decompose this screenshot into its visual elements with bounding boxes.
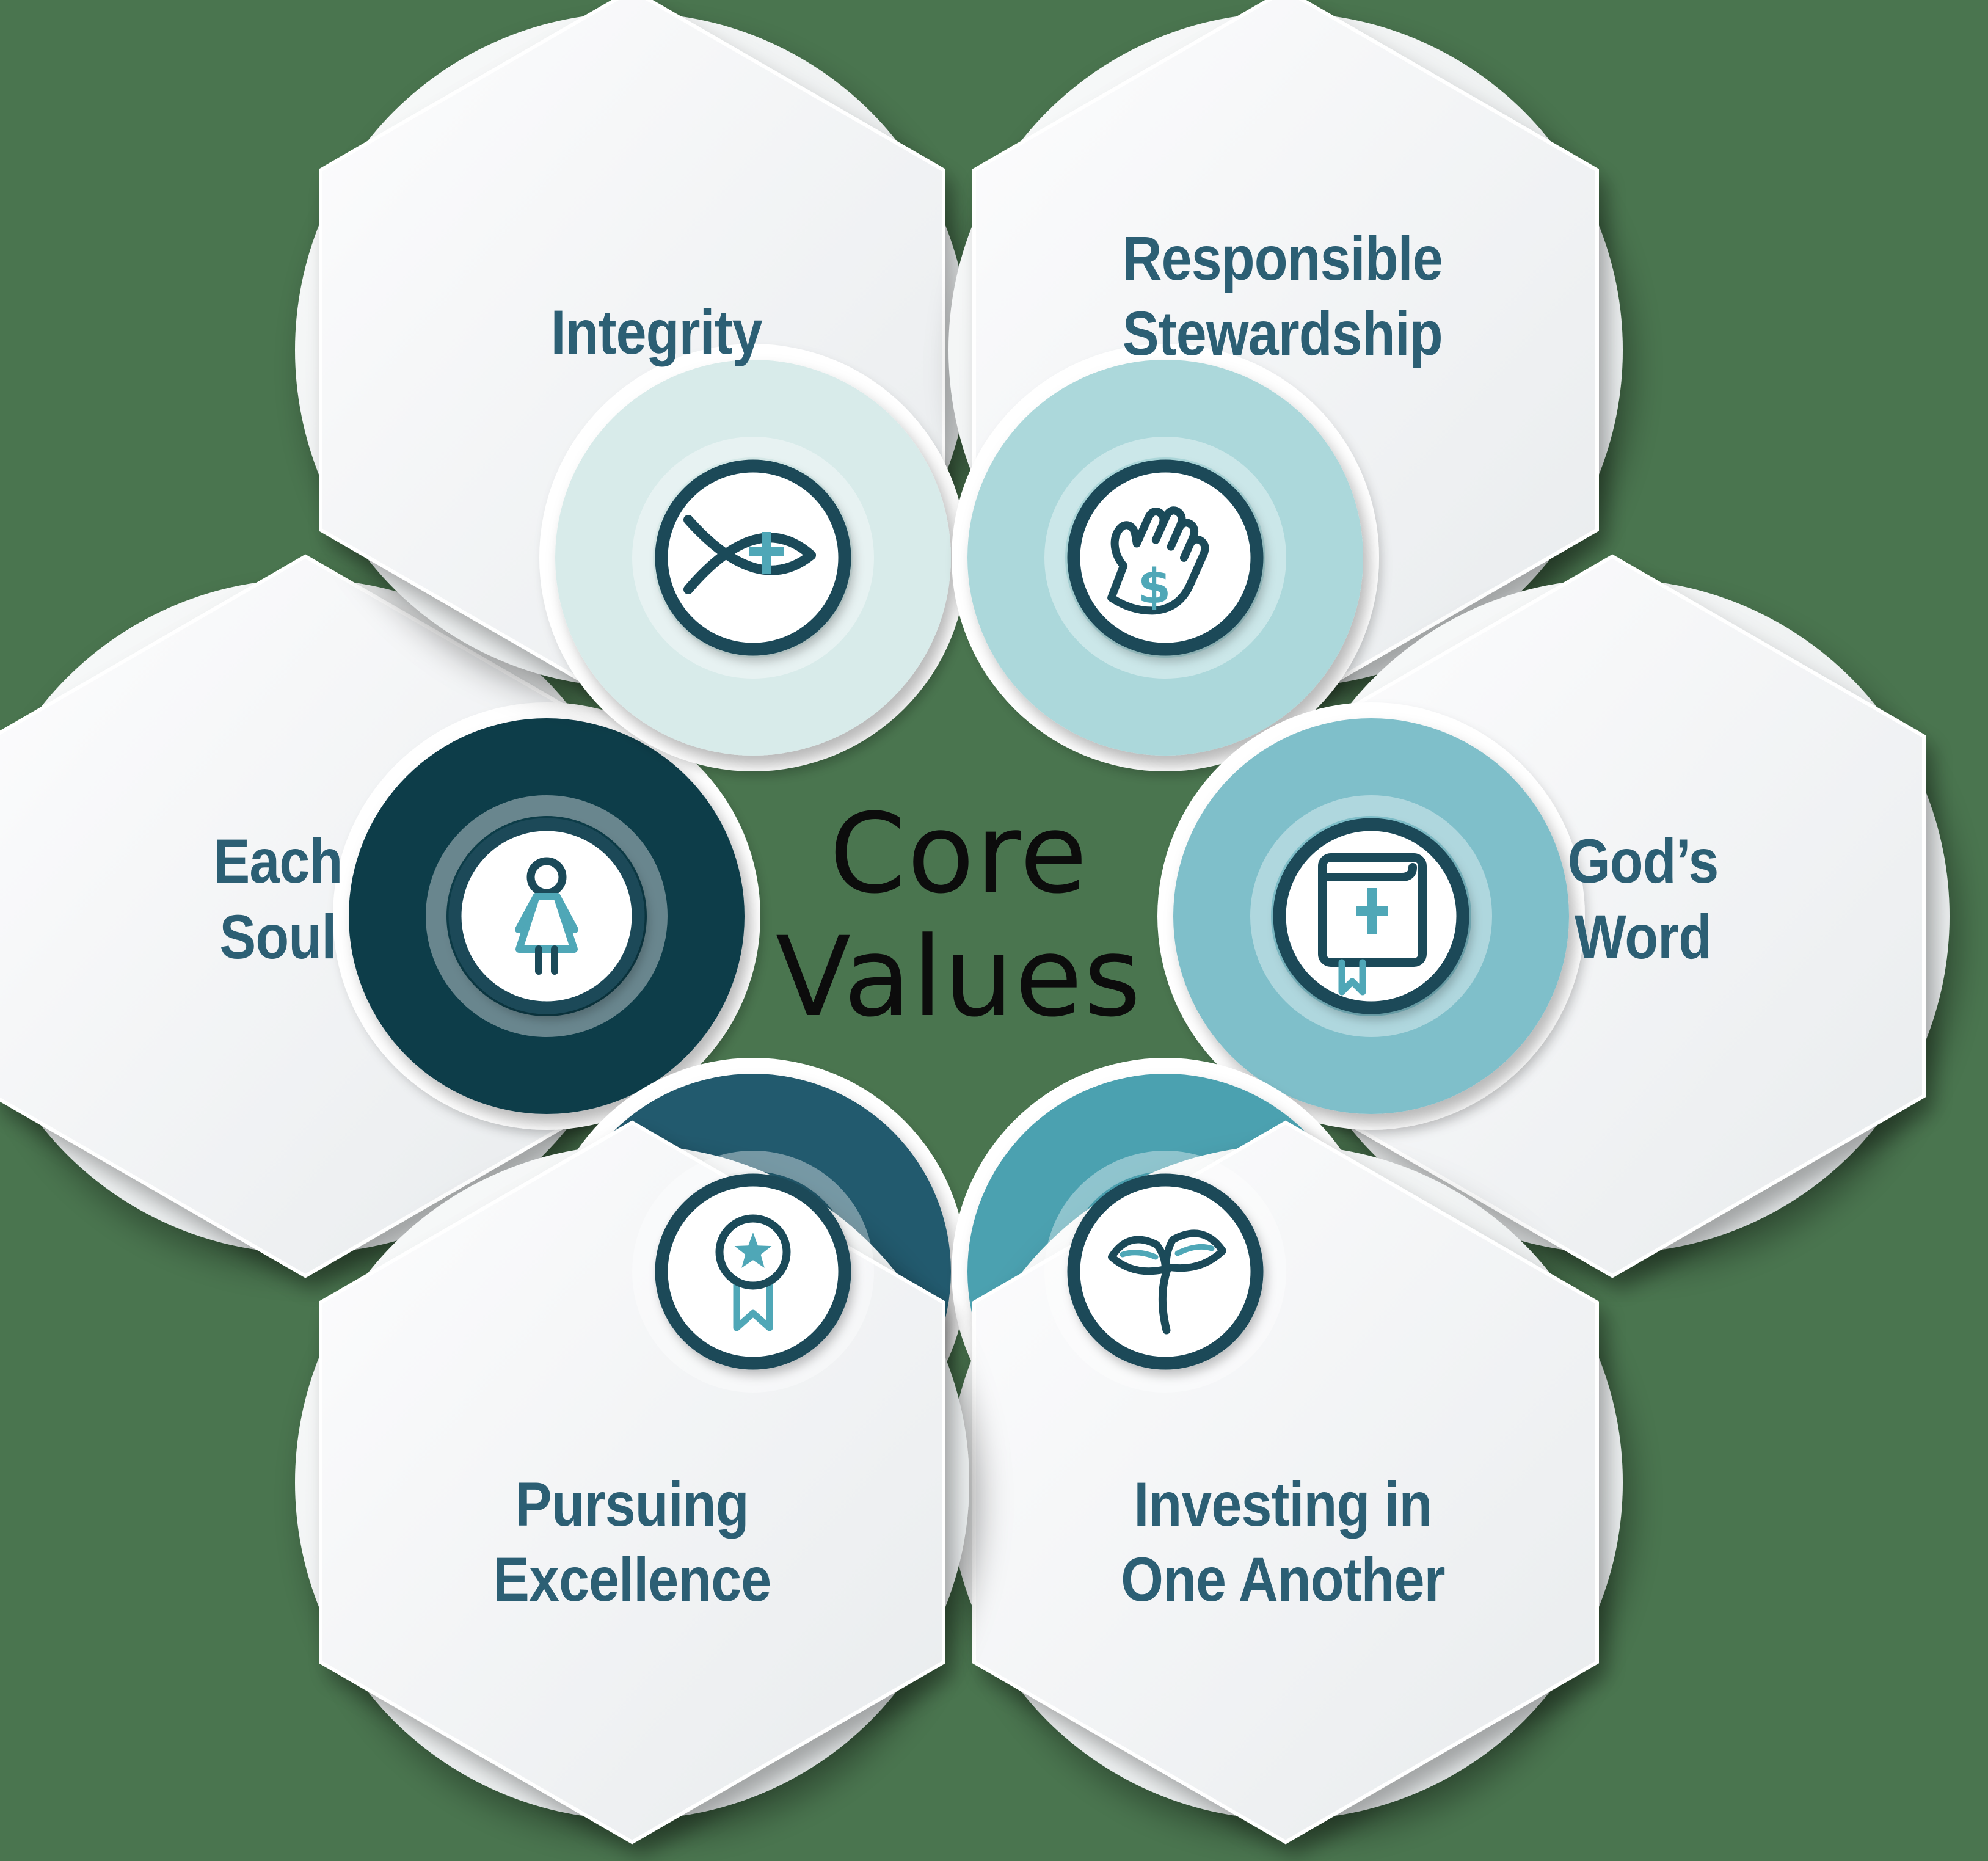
label-line: Excellence xyxy=(493,1545,771,1614)
label-investing-in-one-another: Investing in One Another xyxy=(1057,1448,1509,1637)
label-gods-word: God’s Word xyxy=(1521,803,1765,996)
icon-halo xyxy=(1250,795,1492,1037)
label-line: Investing in xyxy=(1133,1469,1432,1539)
icon-unit-pursuing-excellence xyxy=(632,1151,874,1393)
person-icon xyxy=(515,857,578,975)
label-integrity: Integrity xyxy=(382,269,931,397)
icon-halo xyxy=(1044,437,1286,679)
fish-cross-icon xyxy=(683,515,816,594)
label-line: God’s xyxy=(1567,826,1719,897)
label-line: Stewardship xyxy=(1122,299,1443,368)
icon-unit-investing-in-one-another xyxy=(1044,1151,1286,1393)
icon-unit-gods-word xyxy=(1250,795,1492,1037)
icon-halo xyxy=(632,437,874,679)
bible-cross-icon xyxy=(1318,853,1427,996)
icon-halo xyxy=(632,1151,874,1393)
label-line: Responsible xyxy=(1122,223,1443,293)
icon-halo xyxy=(1044,1151,1286,1393)
icon-unit-responsible-stewardship: $ xyxy=(1044,437,1286,679)
hand-dollar-icon: $ xyxy=(1107,506,1209,615)
icon-disk xyxy=(655,459,851,656)
icon-unit-integrity xyxy=(632,437,874,679)
icon-halo xyxy=(426,795,668,1037)
title-line: Core xyxy=(829,790,1089,919)
icon-unit-each-soul xyxy=(426,795,668,1037)
label-line: Soul xyxy=(219,901,337,972)
title-line: Values xyxy=(775,914,1143,1041)
label-pursuing-excellence: Pursuing Excellence xyxy=(437,1448,828,1637)
award-ribbon-icon xyxy=(715,1214,791,1331)
page-title: Core Values xyxy=(715,788,1203,1044)
label-line: Word xyxy=(1574,901,1712,972)
icon-disk xyxy=(448,818,645,1014)
label-each-soul: Each Soul xyxy=(171,803,385,996)
label-line: Each xyxy=(213,826,343,897)
label-line: Integrity xyxy=(550,297,763,368)
dollar-glyph: $ xyxy=(1138,559,1171,614)
sprout-icon xyxy=(1108,1229,1226,1335)
icon-disk xyxy=(1067,459,1264,656)
label-line: One Another xyxy=(1120,1545,1445,1614)
label-line: Pursuing xyxy=(515,1469,749,1539)
label-responsible-stewardship: Responsible Stewardship xyxy=(1057,202,1509,391)
